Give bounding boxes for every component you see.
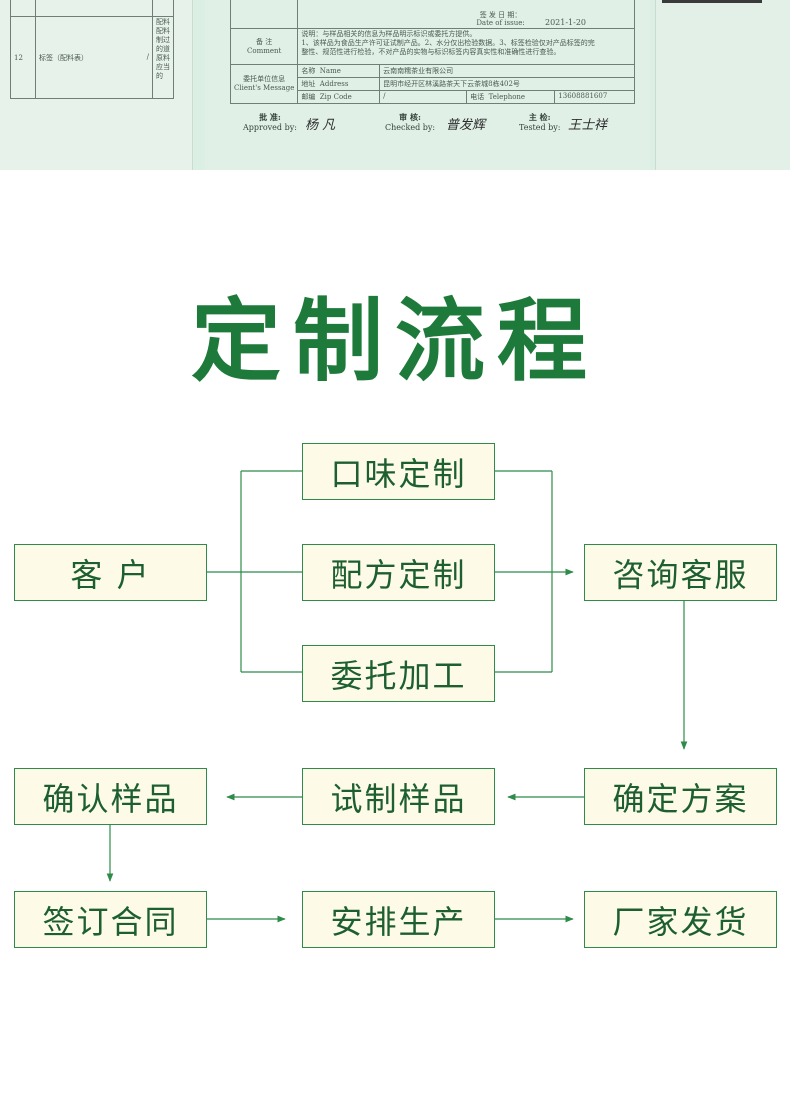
- checked-signature: 普发辉: [446, 118, 486, 133]
- date-value: 2021-1-20: [544, 18, 587, 27]
- approved-label: 批 准:Approved by:: [243, 112, 297, 132]
- certificate-left-table: 12 标签（配料表） / 配料 配料 制过 的道 原料 应当 的: [10, 0, 174, 99]
- comment-text: 说明：与样品相关的信息为样品明示标识或委托方提供。 1、该样品为食品生产许可证试…: [297, 28, 635, 65]
- row-item: 标签（配料表） /: [35, 16, 153, 99]
- step-oem: 委托加工: [302, 645, 495, 702]
- step-arrange-production: 安排生产: [302, 891, 495, 948]
- step-trial-sample: 试制样品: [302, 768, 495, 825]
- approved-signature: 杨 凡: [305, 118, 336, 133]
- step-consult-service: 咨询客服: [584, 544, 777, 601]
- comment-label: 备 注 Comment: [229, 28, 299, 65]
- client-label: 委托单位信息 Client's Message: [229, 64, 299, 104]
- page-title: 定制流程: [191, 289, 599, 394]
- certificate-right-edge: [662, 0, 762, 3]
- step-sign-contract: 签订合同: [14, 891, 207, 948]
- tel-value: 13608881607: [554, 90, 635, 104]
- date-label: 签 发 日 期： Date of issue:: [476, 11, 525, 27]
- row-notes: 配料 配料 制过 的道 原料 应当 的: [152, 16, 174, 99]
- certificate-image: 12 标签（配料表） / 配料 配料 制过 的道 原料 应当 的: [0, 0, 790, 170]
- certificate-right-page: [655, 0, 790, 170]
- checked-label: 审 核:Checked by:: [385, 112, 436, 132]
- zip-label: 邮编 Zip Code: [297, 90, 381, 104]
- step-customer: 客 户: [14, 544, 207, 601]
- tested-signature: 王士祥: [568, 118, 608, 133]
- step-factory-ship: 厂家发货: [584, 891, 777, 948]
- tested-label: 主 检:Tested by:: [519, 112, 561, 132]
- step-confirm-sample: 确认样品: [14, 768, 207, 825]
- step-confirm-plan: 确定方案: [584, 768, 777, 825]
- certificate-left-page: 12 标签（配料表） / 配料 配料 制过 的道 原料 应当 的: [0, 0, 193, 170]
- step-formula-custom: 配方定制: [302, 544, 495, 601]
- tel-label: 电话 Telephone: [466, 90, 556, 104]
- certificate-main-table: 签 发 日 期： Date of issue: 2021-1-20 备 注 Co…: [229, 0, 635, 104]
- step-taste-custom: 口味定制: [302, 443, 495, 500]
